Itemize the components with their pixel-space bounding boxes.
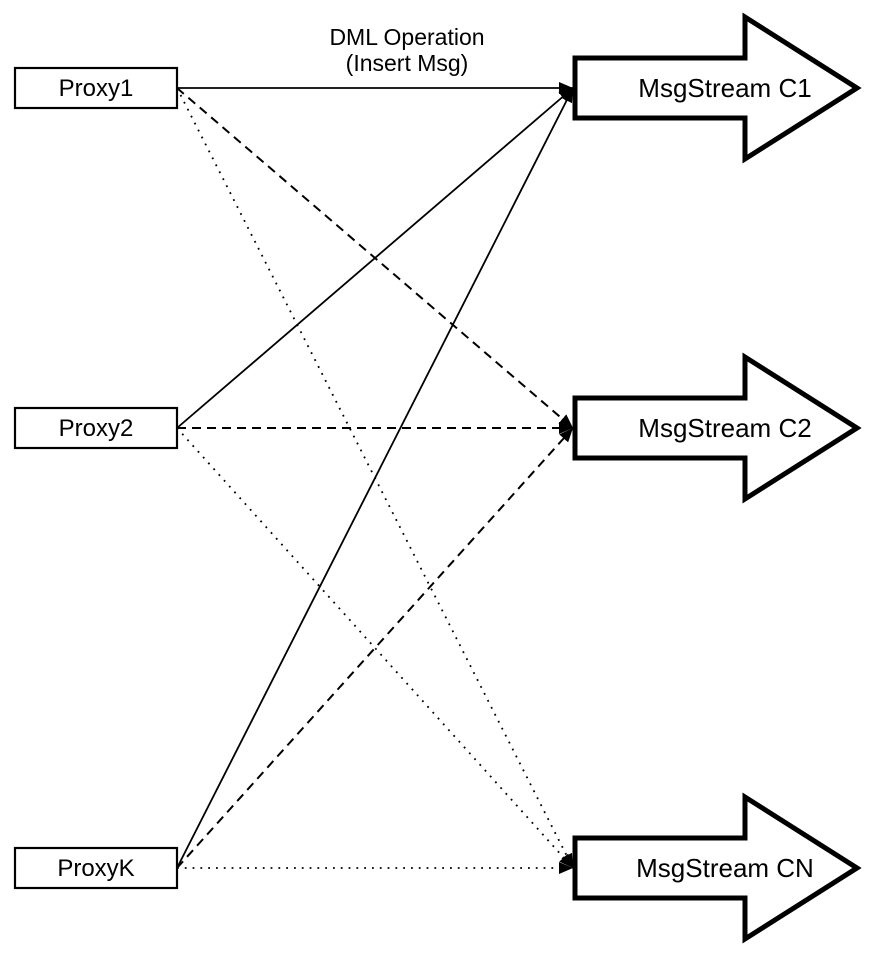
msgstream-c1-label: MsgStream C1: [638, 73, 811, 103]
stream-node-cn: MsgStream CN: [572, 792, 862, 944]
proxy-node-proxyk: ProxyK: [13, 846, 179, 890]
msgstream-cn-arrow-shape: [572, 792, 862, 944]
proxy1-label: Proxy1: [59, 75, 134, 102]
proxy2-box: [13, 406, 179, 450]
edges-layer: [176, 82, 574, 874]
proxyk-label: ProxyK: [57, 855, 134, 882]
proxy-node-proxy2: Proxy2: [13, 406, 179, 450]
edge-proxy2-to-c1: [176, 87, 574, 429]
msgstream-c1-arrow-shape: [572, 12, 862, 164]
msgstream-c2-arrow-shape: [572, 352, 862, 504]
edge-proxyk-to-c1: [176, 87, 574, 869]
msgstream-cn-label: MsgStream CN: [636, 853, 814, 883]
proxyk-box: [13, 846, 179, 890]
stream-node-c2: MsgStream C2: [572, 352, 862, 504]
proxy1-box: [13, 66, 179, 110]
dml-annotation-line1: DML Operation: [329, 24, 484, 50]
proxy-node-proxy1: Proxy1: [13, 66, 179, 110]
edge-proxyk-to-c2: [176, 427, 574, 869]
msgstream-c2-label: MsgStream C2: [638, 413, 811, 443]
proxy2-label: Proxy2: [59, 415, 134, 442]
dml-annotation-line2: (Insert Msg): [346, 50, 469, 76]
stream-node-c1: MsgStream C1: [572, 12, 862, 164]
